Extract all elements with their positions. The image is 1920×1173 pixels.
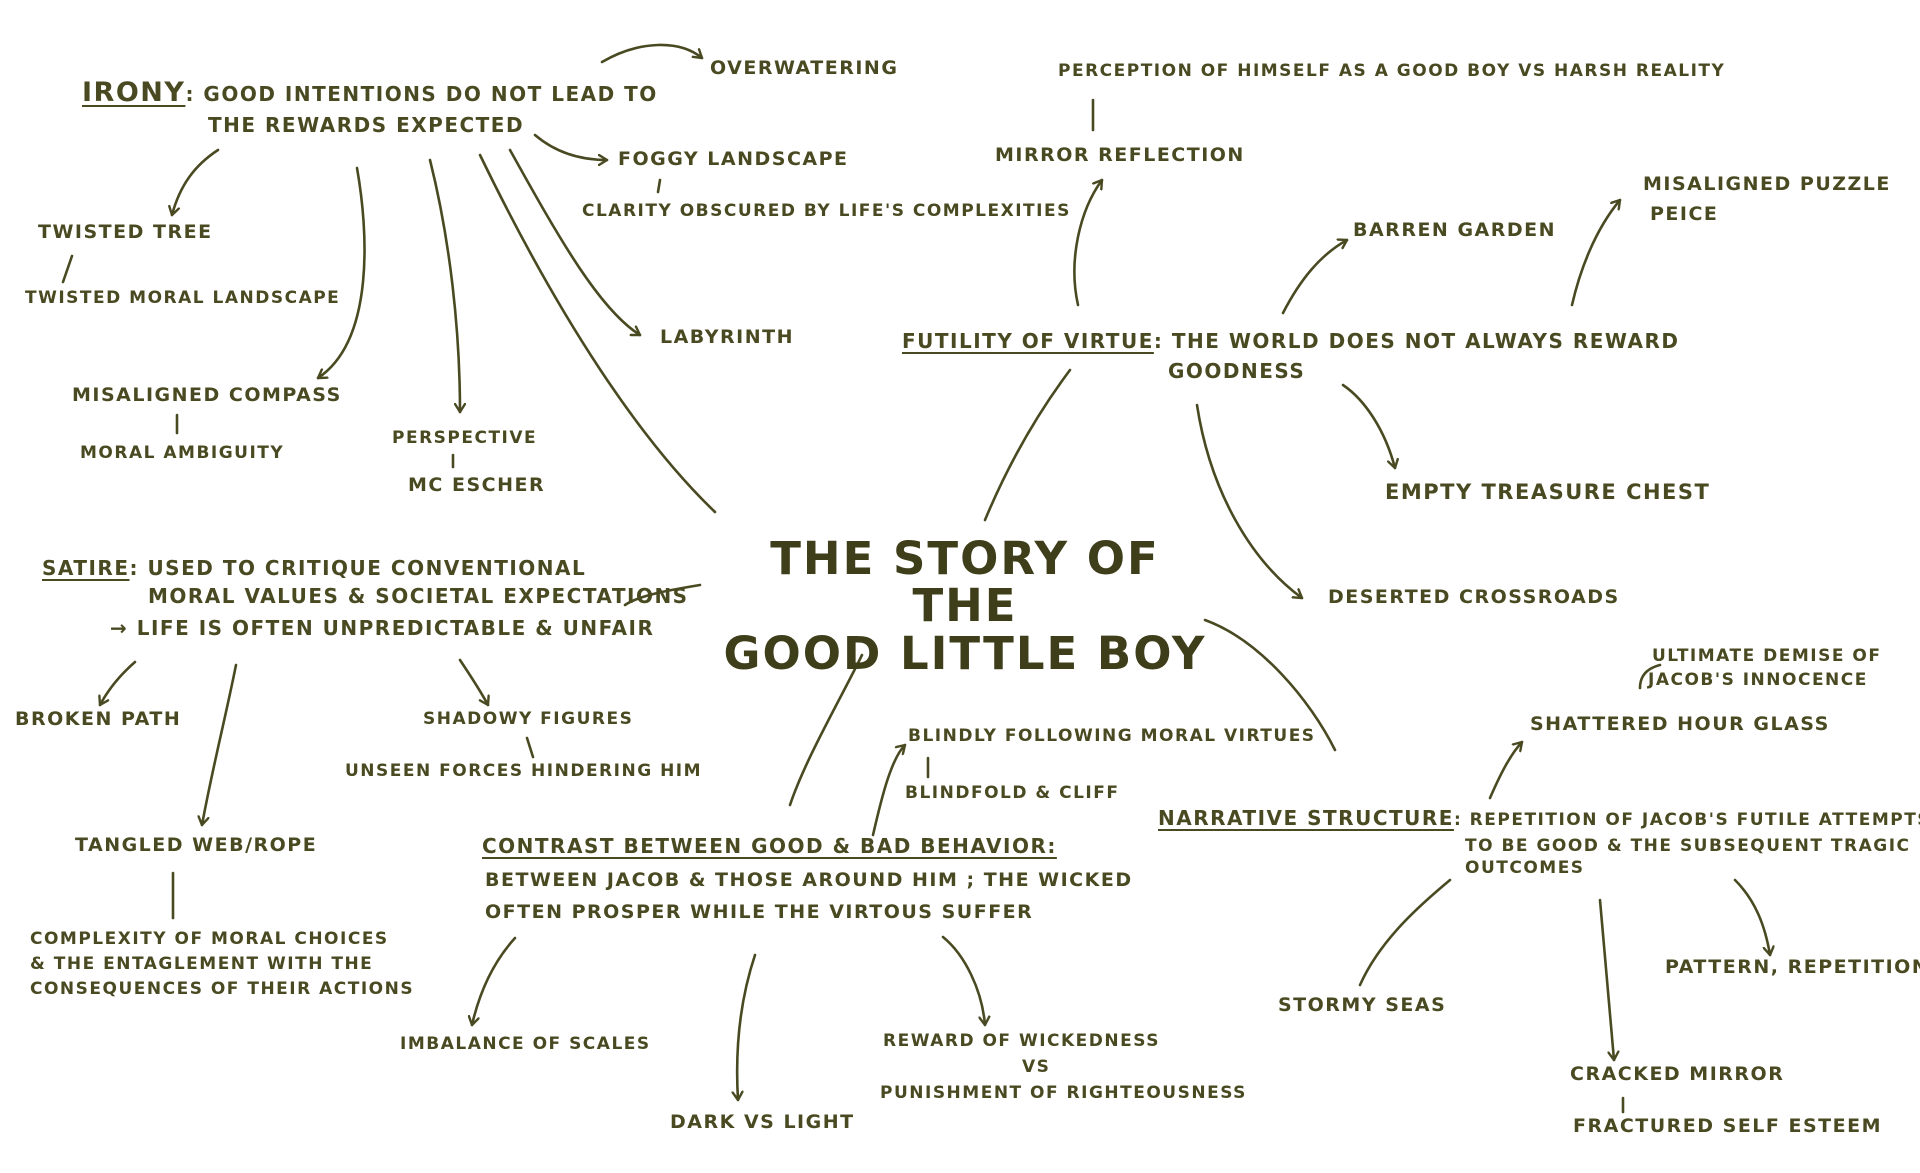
line-stormy: [1358, 878, 1452, 987]
futility-key: FUTILITY OF VIRTUE: [902, 329, 1154, 353]
satire-line2: MORAL VALUES & SOCIETAL EXPECTATIONS: [148, 584, 689, 608]
irony-line1: : GOOD INTENTIONS DO NOT LEAD TO: [185, 82, 658, 106]
arrow-blindly: [871, 743, 907, 837]
arrow-shadowy: [458, 658, 488, 707]
central-title-line-1: THE STORY OF THE: [770, 532, 1160, 633]
barren-garden-label: BARREN GARDEN: [1353, 219, 1557, 241]
arrow-labyrinth: [508, 148, 642, 337]
narrative-line3: OUTCOMES: [1465, 858, 1585, 878]
twisted-tree-label: TWISTED TREE: [38, 221, 213, 243]
satire-line1: : USED TO CRITIQUE CONVENTIONAL: [129, 556, 587, 580]
reward-label-3: PUNISHMENT OF RIGHTEOUSNESS: [880, 1083, 1247, 1103]
puzzle-label-1: MISALIGNED PUZZLE: [1643, 173, 1891, 195]
crossroads-label: DESERTED CROSSROADS: [1328, 586, 1620, 608]
hourglass-label: SHATTERED HOUR GLASS: [1530, 713, 1830, 735]
narrative-line2: TO BE GOOD & THE SUBSEQUENT TRAGIC: [1465, 836, 1911, 856]
self-esteem-label: FRACTURED SELF ESTEEM: [1573, 1115, 1882, 1137]
cracked-mirror-label: CRACKED MIRROR: [1570, 1063, 1785, 1085]
line-demise: [1638, 663, 1662, 690]
satire-key: SATIRE: [42, 556, 130, 580]
arrow-tangled: [202, 663, 238, 827]
futility-line2: GOODNESS: [1168, 359, 1306, 383]
central-title-line-2: GOOD LITTLE BOY: [723, 626, 1207, 680]
narrative-line1: : REPETITION OF JACOB'S FUTILE ATTEMPTS: [1453, 810, 1920, 830]
irony-key: IRONY: [82, 77, 186, 108]
satire-line3: → LIFE IS OFTEN UNPREDICTABLE & UNFAIR: [110, 616, 655, 640]
line-center-irony: [478, 153, 717, 514]
dark-light-label: DARK VS LIGHT: [670, 1111, 855, 1133]
arrow-reward: [941, 935, 985, 1027]
web-note-2: & THE ENTAGLEMENT WITH THE: [30, 954, 374, 974]
web-note-1: COMPLEXITY OF MORAL CHOICES: [30, 929, 389, 949]
arrow-dark-light: [737, 953, 757, 1102]
tangled-web-label: TANGLED WEB/ROPE: [75, 834, 318, 856]
line-center-narrative: [1203, 618, 1337, 752]
arrow-foggy: [533, 133, 609, 160]
puzzle-label-2: PEICE: [1650, 203, 1719, 225]
web-note-3: CONSEQUENCES OF THEIR ACTIONS: [30, 979, 415, 999]
line-center-futility: [983, 368, 1072, 522]
line-center-satire: [623, 583, 702, 607]
arrow-broken-path: [100, 660, 137, 707]
arrow-mirror: [1073, 178, 1104, 307]
futility-line1: : THE WORLD DOES NOT ALWAYS REWARD: [1153, 329, 1680, 353]
satire-heading: SATIRE: USED TO CRITIQUE CONVENTIONAL: [42, 555, 586, 582]
blindly-label: BLINDLY FOLLOWING MORAL VIRTUES: [908, 726, 1316, 746]
overwatering-label: OVERWATERING: [710, 57, 899, 79]
treasure-chest-label: EMPTY TREASURE CHEST: [1385, 480, 1711, 504]
labyrinth-label: LABYRINTH: [660, 326, 794, 348]
arrow-twisted-tree: [172, 148, 220, 217]
shadowy-figures-label: SHADOWY FIGURES: [423, 709, 634, 729]
arrow-barren: [1281, 240, 1349, 315]
arrow-puzzle: [1570, 198, 1622, 307]
pattern-label: PATTERN, REPETITION: [1665, 956, 1920, 978]
line-center-contrast: [788, 653, 864, 807]
blindfold-label: BLINDFOLD & CLIFF: [905, 783, 1120, 803]
narrative-heading: NARRATIVE STRUCTURE: REPETITION OF JACOB…: [1158, 805, 1920, 832]
arrow-compass: [316, 166, 366, 380]
perspective-note: MC ESCHER: [408, 474, 546, 496]
broken-path-label: BROKEN PATH: [15, 708, 182, 730]
arrow-pattern: [1733, 878, 1770, 957]
arrow-treasure: [1341, 383, 1395, 470]
demise-label-1: ULTIMATE DEMISE OF: [1652, 646, 1882, 666]
perception-label: PERCEPTION OF HIMSELF AS A GOOD BOY VS H…: [1058, 61, 1726, 81]
arrow-crossroads: [1195, 403, 1304, 600]
line-foggy-note: [656, 178, 662, 194]
arrow-scales: [472, 936, 517, 1027]
reward-label-1: REWARD OF WICKEDNESS: [883, 1031, 1160, 1051]
futility-heading: FUTILITY OF VIRTUE: THE WORLD DOES NOT A…: [902, 328, 1680, 355]
shadowy-note: UNSEEN FORCES HINDERING HIM: [345, 761, 703, 781]
reward-label-2: VS: [1022, 1057, 1051, 1077]
twisted-note: TWISTED MORAL LANDSCAPE: [25, 288, 341, 308]
perspective-label: PERSPECTIVE: [392, 428, 538, 448]
demise-label-2: JACOB'S INNOCENCE: [1648, 670, 1868, 690]
contrast-line2: OFTEN PROSPER WHILE THE VIRTOUS SUFFER: [485, 901, 1034, 923]
arrow-cracked: [1598, 898, 1614, 1062]
irony-heading: IRONY: GOOD INTENTIONS DO NOT LEAD TO: [82, 75, 658, 111]
narrative-key: NARRATIVE STRUCTURE: [1158, 806, 1454, 830]
foggy-note: CLARITY OBSCURED BY LIFE'S COMPLEXITIES: [582, 201, 1071, 221]
irony-line2: THE REWARDS EXPECTED: [208, 113, 525, 137]
arrow-hourglass: [1488, 740, 1524, 800]
line-shadowy-note: [525, 736, 535, 759]
contrast-heading: CONTRAST BETWEEN GOOD & BAD BEHAVIOR:: [482, 834, 1057, 858]
stormy-seas-label: STORMY SEAS: [1278, 994, 1447, 1016]
foggy-landscape-label: FOGGY LANDSCAPE: [618, 148, 849, 170]
mirror-reflection-label: MIRROR REFLECTION: [995, 144, 1245, 166]
scales-label: IMBALANCE OF SCALES: [400, 1034, 651, 1054]
arrow-overwatering: [600, 43, 704, 64]
misaligned-compass-label: MISALIGNED COMPASS: [72, 384, 342, 406]
contrast-line1: BETWEEN JACOB & THOSE AROUND HIM ; THE W…: [485, 869, 1133, 891]
arrow-perspective: [428, 158, 460, 414]
line-twisted-note: [61, 254, 74, 284]
compass-note: MORAL AMBIGUITY: [80, 443, 285, 463]
